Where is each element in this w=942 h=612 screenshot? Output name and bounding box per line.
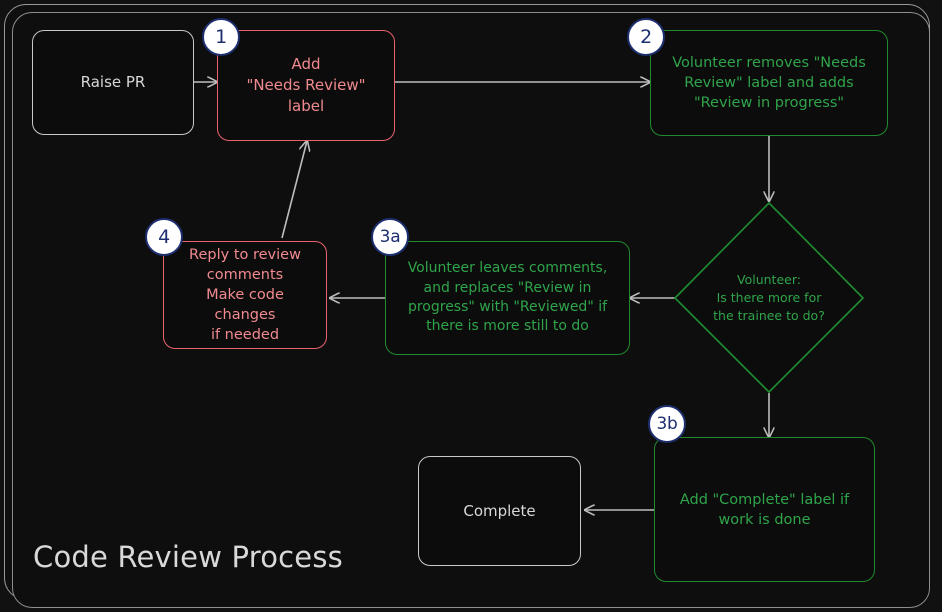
step-badge-1-label: 1	[215, 26, 227, 48]
node-volunteer-comments[interactable]: Volunteer leaves comments, and replaces …	[385, 241, 630, 355]
node-volunteer-removes-label: Volunteer removes "Needs Review" label a…	[672, 55, 866, 111]
step-badge-3a-label: 3a	[379, 227, 401, 247]
diagram-title: Code Review Process	[33, 540, 343, 574]
node-raise-pr[interactable]: Raise PR	[32, 30, 194, 135]
step-badge-4: 4	[145, 218, 183, 256]
node-add-needs-review[interactable]: Add "Needs Review" label	[217, 30, 395, 141]
step-badge-3b: 3b	[648, 405, 686, 443]
node-add-complete[interactable]: Add "Complete" label if work is done	[654, 437, 875, 582]
node-add-needs-review-label: Add "Needs Review" label	[246, 55, 366, 115]
node-reply-to-review-label: Reply to review comments Make code chang…	[189, 247, 301, 343]
step-badge-1: 1	[202, 18, 240, 56]
step-badge-3a: 3a	[371, 218, 409, 256]
node-volunteer-comments-label: Volunteer leaves comments, and replaces …	[407, 260, 608, 335]
node-complete[interactable]: Complete	[418, 456, 581, 566]
node-complete-label: Complete	[463, 501, 536, 520]
step-badge-2-label: 2	[640, 26, 652, 48]
node-add-complete-label: Add "Complete" label if work is done	[679, 491, 850, 528]
node-decision-label: Volunteer: Is there more for the trainee…	[713, 271, 825, 324]
node-volunteer-removes[interactable]: Volunteer removes "Needs Review" label a…	[650, 30, 888, 136]
step-badge-2: 2	[627, 18, 665, 56]
node-decision[interactable]: Volunteer: Is there more for the trainee…	[675, 203, 863, 393]
step-badge-4-label: 4	[158, 226, 170, 248]
node-raise-pr-label: Raise PR	[80, 73, 146, 92]
step-badge-3b-label: 3b	[656, 414, 678, 434]
node-reply-to-review[interactable]: Reply to review comments Make code chang…	[163, 241, 327, 349]
